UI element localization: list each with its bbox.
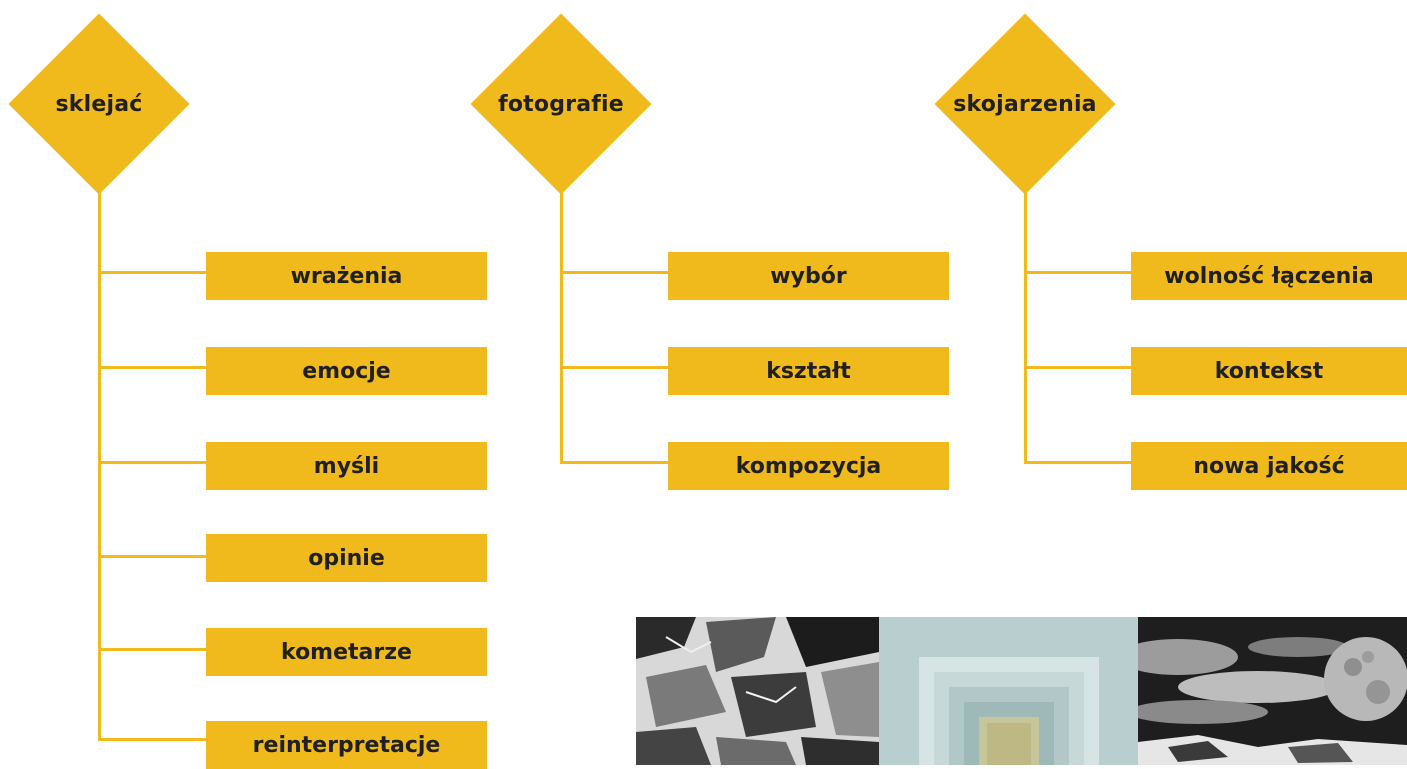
item-box: opinie: [206, 534, 487, 582]
item-box: myśli: [206, 442, 487, 490]
connector-line: [98, 648, 206, 651]
item-box: kontekst: [1131, 347, 1407, 395]
torn-paper-collage-image: [636, 617, 879, 765]
diamond-label: fotografie: [498, 91, 624, 117]
connector-line: [98, 271, 206, 274]
connector-line: [560, 366, 668, 369]
clouds-moon-collage-image: [1138, 617, 1407, 765]
diamond-label: skojarzenia: [953, 91, 1097, 117]
item-box: wybór: [668, 252, 949, 300]
diamond-label: sklejać: [55, 91, 143, 117]
connector-line: [98, 555, 206, 558]
diamond-sklejac: sklejać: [8, 13, 190, 195]
connector-line: [560, 461, 668, 464]
connector-line: [1024, 461, 1131, 464]
item-box: kompozycja: [668, 442, 949, 490]
item-box: emocje: [206, 347, 487, 395]
doorway-photo-image: [879, 617, 1138, 765]
item-box: kształt: [668, 347, 949, 395]
connector-line: [560, 190, 563, 463]
diamond-fotografie: fotografie: [470, 13, 652, 195]
diamond-skojarzenia: skojarzenia: [934, 13, 1116, 195]
connector-line: [1024, 366, 1131, 369]
item-box: wolność łączenia: [1131, 252, 1407, 300]
connector-line: [98, 366, 206, 369]
connector-line: [1024, 190, 1027, 463]
connector-line: [98, 461, 206, 464]
connector-line: [560, 271, 668, 274]
item-box: nowa jakość: [1131, 442, 1407, 490]
connector-line: [98, 738, 206, 741]
item-box: reinterpretacje: [206, 721, 487, 769]
item-box: wrażenia: [206, 252, 487, 300]
item-box: kometarze: [206, 628, 487, 676]
connector-line: [98, 190, 101, 741]
connector-line: [1024, 271, 1131, 274]
